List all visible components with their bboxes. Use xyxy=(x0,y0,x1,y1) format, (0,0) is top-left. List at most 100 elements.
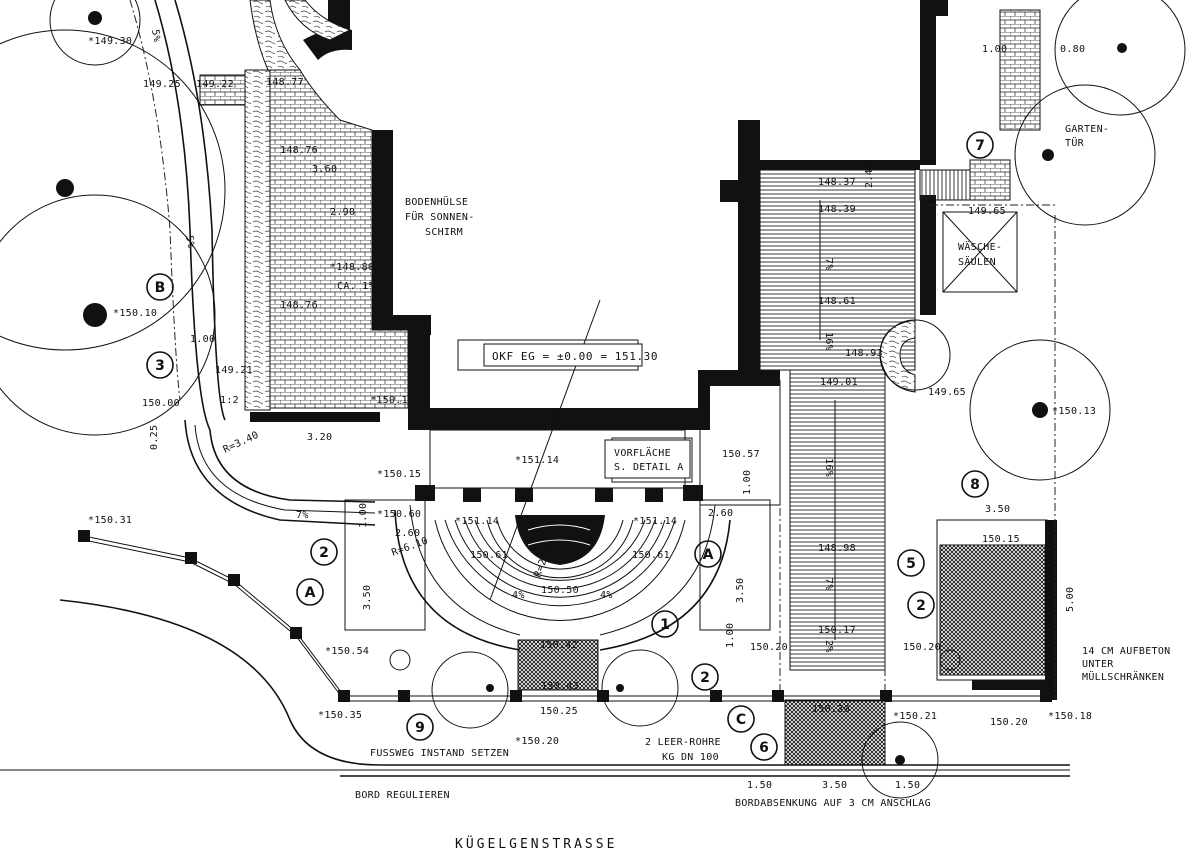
svg-text:5%: 5% xyxy=(149,29,162,43)
svg-text:150.50: 150.50 xyxy=(541,585,579,596)
svg-text:1.00: 1.00 xyxy=(358,503,369,528)
marker-8: 8 xyxy=(961,470,989,498)
svg-text:*150.31: *150.31 xyxy=(88,515,132,526)
svg-text:5%: 5% xyxy=(183,235,196,249)
marker-2-right: 2 xyxy=(907,591,935,619)
marker-b: B xyxy=(146,273,174,301)
svg-text:A: A xyxy=(305,585,316,601)
marker-a-right: A xyxy=(694,540,722,568)
svg-text:*150.15: *150.15 xyxy=(370,395,414,406)
aufbeton-line1: 14 CM AUFBETON xyxy=(1082,646,1171,657)
svg-text:1.00: 1.00 xyxy=(982,44,1007,55)
svg-text:*150.13: *150.13 xyxy=(1052,406,1096,417)
elevation-labels: *149.30 149.25 149.22 148.77 148.76 *148… xyxy=(88,36,1096,747)
svg-text:7%: 7% xyxy=(823,578,834,591)
svg-text:*151.14: *151.14 xyxy=(633,516,677,527)
svg-text:7%: 7% xyxy=(823,258,834,271)
svg-text:*148.80: *148.80 xyxy=(330,262,374,273)
svg-text:*150.21: *150.21 xyxy=(893,711,937,722)
svg-text:*151.14: *151.14 xyxy=(515,455,559,466)
svg-text:150.17: 150.17 xyxy=(818,625,856,636)
svg-text:150.00: 150.00 xyxy=(142,398,180,409)
fussweg-label: FUSSWEG INSTAND SETZEN xyxy=(370,748,509,759)
svg-text:149.65: 149.65 xyxy=(968,206,1006,217)
garten-line2: TÜR xyxy=(1065,136,1085,149)
svg-text:149.22: 149.22 xyxy=(196,79,234,90)
svg-text:1.50: 1.50 xyxy=(747,780,772,791)
marker-2-center: 2 xyxy=(691,663,719,691)
svg-text:150.20: 150.20 xyxy=(812,704,850,715)
svg-text:2.60: 2.60 xyxy=(395,528,420,539)
svg-text:148.77: 148.77 xyxy=(266,77,304,88)
marker-2-left: 2 xyxy=(310,538,338,566)
svg-text:*150.10: *150.10 xyxy=(113,308,157,319)
svg-text:149.01: 149.01 xyxy=(820,377,858,388)
svg-text:*150.15: *150.15 xyxy=(377,469,421,480)
svg-text:B: B xyxy=(155,280,166,296)
svg-text:1.00: 1.00 xyxy=(725,623,736,648)
svg-text:9: 9 xyxy=(415,720,425,736)
svg-text:5: 5 xyxy=(906,556,916,572)
aufbeton-line3: MÜLLSCHRÄNKEN xyxy=(1082,670,1164,683)
vorflaeche-line1: VORFLÄCHE xyxy=(614,446,671,459)
bodenhuelse-line2: FÜR SONNEN- xyxy=(405,210,475,223)
svg-text:*151.14: *151.14 xyxy=(455,516,499,527)
svg-text:150.20: 150.20 xyxy=(750,642,788,653)
svg-text:2.4%: 2.4% xyxy=(864,163,875,188)
bordabsenkung-label: BORDABSENKUNG AUF 3 CM ANSCHLAG xyxy=(735,798,931,809)
marker-6: 6 xyxy=(750,733,778,761)
svg-text:2: 2 xyxy=(319,545,329,561)
svg-text:4%: 4% xyxy=(512,590,525,601)
marker-c: C xyxy=(727,705,755,733)
svg-text:2.60: 2.60 xyxy=(708,508,733,519)
svg-text:2: 2 xyxy=(700,670,710,686)
curved-paths xyxy=(0,0,1070,777)
svg-text:6: 6 xyxy=(759,740,769,756)
aufbeton-line2: UNTER xyxy=(1082,659,1114,670)
street-name: KÜGELGENSTRASSE xyxy=(455,835,617,852)
svg-text:149.65: 149.65 xyxy=(928,387,966,398)
svg-text:CA. 1%: CA. 1% xyxy=(337,281,375,292)
bodenhuelse-line1: BODENHÜLSE xyxy=(405,195,468,208)
svg-text:148.98: 148.98 xyxy=(818,543,856,554)
svg-text:*149.30: *149.30 xyxy=(88,36,132,47)
svg-text:2.90: 2.90 xyxy=(330,207,355,218)
marker-1: 1 xyxy=(651,610,679,638)
svg-text:16%: 16% xyxy=(823,332,834,351)
vorflaeche-line2: S. DETAIL A xyxy=(614,462,684,473)
svg-text:16%: 16% xyxy=(823,458,834,477)
svg-text:148.76: 148.76 xyxy=(280,145,318,156)
svg-text:148.76: 148.76 xyxy=(280,300,318,311)
svg-text:150.43: 150.43 xyxy=(541,681,579,692)
svg-text:A: A xyxy=(703,547,714,563)
svg-text:1.50: 1.50 xyxy=(895,780,920,791)
svg-text:1.00: 1.00 xyxy=(190,334,215,345)
svg-text:5.00: 5.00 xyxy=(1065,587,1076,612)
svg-text:1: 1 xyxy=(660,617,670,633)
okf-label: OKF EG = ±0.00 = 151.30 xyxy=(492,350,658,363)
svg-text:1:2: 1:2 xyxy=(220,395,239,406)
section-markers: B 3 2 A A 1 2 5 2 7 8 9 C 6 xyxy=(146,131,994,761)
marker-a-left: A xyxy=(296,578,324,606)
svg-text:150.15: 150.15 xyxy=(982,534,1020,545)
svg-text:150.61: 150.61 xyxy=(470,550,508,561)
svg-text:150.20: 150.20 xyxy=(903,642,941,653)
svg-text:150.61: 150.61 xyxy=(632,550,670,561)
svg-text:C: C xyxy=(736,712,746,728)
svg-text:3.20: 3.20 xyxy=(307,432,332,443)
bord-label: BORD REGULIEREN xyxy=(355,790,450,801)
garten-line1: GARTEN- xyxy=(1065,124,1109,135)
waesche-line2: SÄULEN xyxy=(958,255,996,268)
svg-text:150.57: 150.57 xyxy=(722,449,760,460)
svg-text:148.37: 148.37 xyxy=(818,177,856,188)
svg-text:149.21: 149.21 xyxy=(215,365,253,376)
svg-text:0.25: 0.25 xyxy=(149,425,160,450)
svg-text:4%: 4% xyxy=(600,590,613,601)
waesche-line1: WÄSCHE- xyxy=(958,240,1002,253)
svg-text:3.50: 3.50 xyxy=(362,585,373,610)
svg-text:3.50: 3.50 xyxy=(822,780,847,791)
svg-text:148.61: 148.61 xyxy=(818,296,856,307)
svg-text:7: 7 xyxy=(975,138,985,154)
semicircular-steps xyxy=(394,504,731,651)
